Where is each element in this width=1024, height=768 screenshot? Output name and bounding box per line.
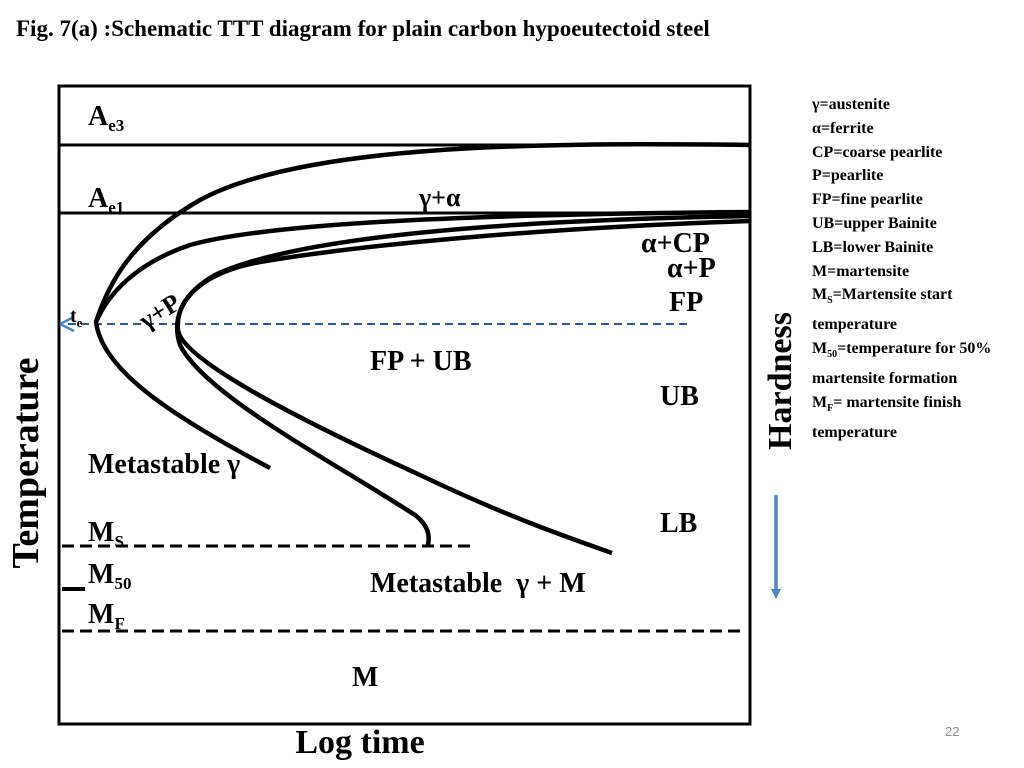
ae3-label: Ae3 bbox=[88, 101, 124, 135]
ae1-label: Ae1 bbox=[88, 183, 124, 217]
x-axis-label: Log time bbox=[295, 724, 424, 761]
legend-item-coarse-pearlite: CP=coarse pearlite bbox=[812, 143, 943, 161]
ferrite-start-curve bbox=[93, 142, 751, 470]
hardness-label: Hardness bbox=[762, 312, 799, 450]
alpha-p-label: α+P bbox=[667, 253, 716, 284]
legend: γ=austenite α=ferrite CP=coarse pearlite… bbox=[812, 93, 1017, 445]
m50-label: M50 bbox=[88, 559, 131, 593]
legend-item-m50: M50=temperature for 50% martensite forma… bbox=[812, 340, 992, 388]
pearlite-start-curve bbox=[93, 209, 751, 323]
legend-item-fine-pearlite: FP=fine pearlite bbox=[812, 191, 923, 209]
legend-item-pearlite: P=pearlite bbox=[812, 167, 884, 185]
martensite-label: M bbox=[352, 662, 378, 693]
ub-label: UB bbox=[660, 381, 699, 412]
page-number: 22 bbox=[945, 724, 960, 739]
metastable-gamma-label: Metastable γ bbox=[88, 449, 240, 480]
te-label: te bbox=[70, 305, 83, 330]
metastable-gamma-m-label: Metastable γ + M bbox=[370, 568, 586, 599]
fp-label: FP bbox=[669, 287, 703, 318]
te-arrow-head bbox=[59, 315, 75, 333]
figure-title: Fig. 7(a) :Schematic TTT diagram for pla… bbox=[16, 16, 710, 41]
mf-label: MF bbox=[88, 599, 125, 633]
alpha-cp-label: α+CP bbox=[641, 228, 710, 259]
lb-label: LB bbox=[660, 508, 697, 539]
legend-item-austenite: γ=austenite bbox=[812, 96, 890, 113]
plot-frame bbox=[57, 84, 752, 726]
fp-ub-label: FP + UB bbox=[370, 346, 472, 377]
bainite-finish-curve bbox=[175, 218, 751, 556]
gamma-alpha-label: γ+α bbox=[418, 183, 461, 212]
legend-item-ms: MS=Martensite start temperature bbox=[812, 286, 953, 334]
y-axis-label: Temperature bbox=[5, 357, 47, 568]
legend-item-ferrite: α=ferrite bbox=[812, 119, 874, 137]
legend-item-martensite: M=martensite bbox=[812, 262, 910, 280]
legend-item-mf: MF= martensite finish temperature bbox=[812, 393, 962, 441]
legend-item-upper-bainite: UB=upper Bainite bbox=[812, 214, 937, 232]
legend-item-lower-bainite: LB=lower Bainite bbox=[812, 238, 934, 256]
ms-label: MS bbox=[88, 517, 124, 551]
